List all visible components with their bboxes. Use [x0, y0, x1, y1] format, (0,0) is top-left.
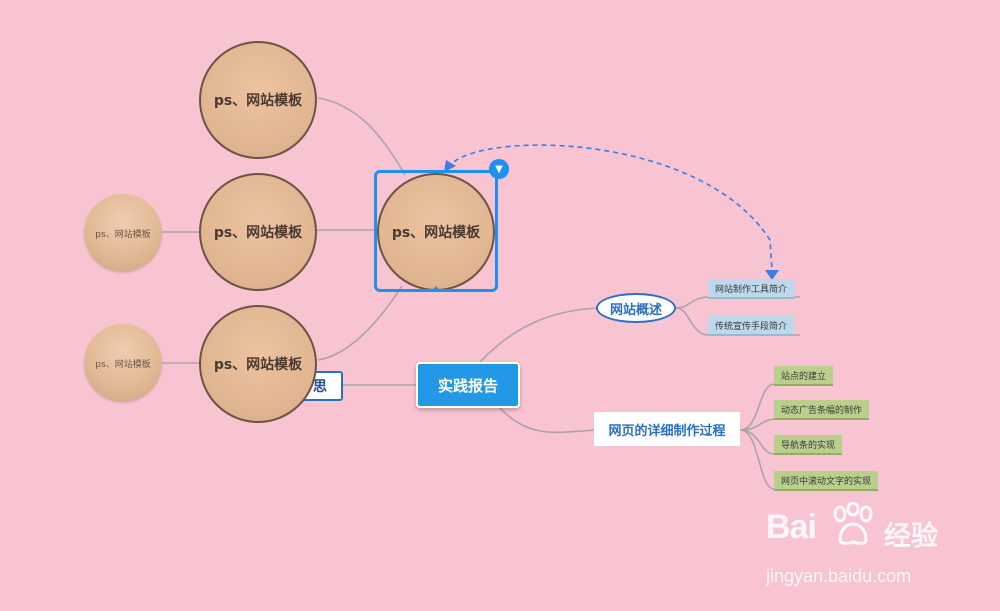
- baidu-jingyan-watermark: Bai 经验 jingyan.baidu.com: [766, 502, 966, 598]
- connector-root-overview: [479, 307, 599, 363]
- leaf-label: 动态广告条幅的制作: [781, 405, 863, 416]
- subtopic-circle-label: ps、网站模板: [95, 229, 151, 240]
- branch-node-label: 思: [313, 379, 327, 395]
- collapse-toggle-icon[interactable]: ▼: [489, 159, 509, 179]
- leaf-label: 导航条的实现: [781, 440, 836, 451]
- watermark-url: jingyan.baidu.com: [766, 566, 912, 586]
- detail-leaf-3[interactable]: 导航条的实现: [774, 435, 843, 455]
- detail-node-label: 网页的详细制作过程: [608, 423, 726, 439]
- watermark-jingyan-text: 经验: [884, 521, 938, 552]
- connector-overview-leaf-1: [675, 296, 800, 309]
- detail-node[interactable]: 网页的详细制作过程: [594, 412, 740, 446]
- detail-leaf-2[interactable]: 动态广告条幅的制作: [774, 400, 870, 420]
- connector-root-detail: [499, 407, 597, 434]
- detail-leaf-1[interactable]: 站点的建立: [774, 366, 834, 386]
- selection-anchor-icon: [431, 286, 441, 292]
- relation-arrowhead-bottom: [765, 270, 779, 280]
- topic-circle-bottom[interactable]: ps、网站模板: [199, 305, 317, 423]
- overview-node[interactable]: 网站概述: [596, 293, 676, 323]
- selection-frame: [374, 170, 498, 292]
- leaf-label: 站点的建立: [781, 371, 827, 382]
- topic-circle-top[interactable]: ps、网站模板: [199, 41, 317, 159]
- leaf-label: 网页中滚动文字的实现: [781, 476, 872, 487]
- topic-circle-middle[interactable]: ps、网站模板: [199, 173, 317, 291]
- leaf-label: 网站制作工具简介: [715, 284, 788, 295]
- leaf-label: 传统宣传手段简介: [715, 321, 788, 332]
- overview-leaf-1[interactable]: 网站制作工具简介: [708, 279, 795, 299]
- subtopic-circle-1[interactable]: ps、网站模板: [84, 194, 162, 272]
- connector-detail-leaf-3: [739, 429, 775, 455]
- topic-circle-label: ps、网站模板: [213, 93, 303, 109]
- topic-circle-label: ps、网站模板: [213, 225, 303, 241]
- topic-circle-label: ps、网站模板: [213, 357, 303, 373]
- watermark-logo-text: Bai: [766, 508, 817, 546]
- overview-leaf-2[interactable]: 传统宣传手段简介: [708, 316, 795, 336]
- subtopic-circle-label: ps、网站模板: [95, 359, 151, 370]
- connector-overview-leaf-2: [675, 307, 800, 336]
- selected-topic-label: ps、网站模板: [391, 225, 481, 241]
- connector-detail-leaf-1: [739, 383, 775, 431]
- overview-node-label: 网站概述: [609, 302, 662, 318]
- detail-leaf-4[interactable]: 网页中滚动文字的实现: [774, 471, 879, 491]
- root-node[interactable]: 实践报告: [416, 362, 520, 408]
- connector-bottom-circle: [317, 285, 403, 361]
- connector-top-circle: [317, 97, 406, 176]
- root-node-label: 实践报告: [437, 376, 498, 395]
- subtopic-circle-2[interactable]: ps、网站模板: [84, 324, 162, 402]
- relation-arrowhead-top: [444, 160, 456, 172]
- paw-icon: [833, 502, 873, 545]
- connector-detail-leaf-4: [739, 429, 775, 490]
- relation-arrow: [447, 144, 773, 271]
